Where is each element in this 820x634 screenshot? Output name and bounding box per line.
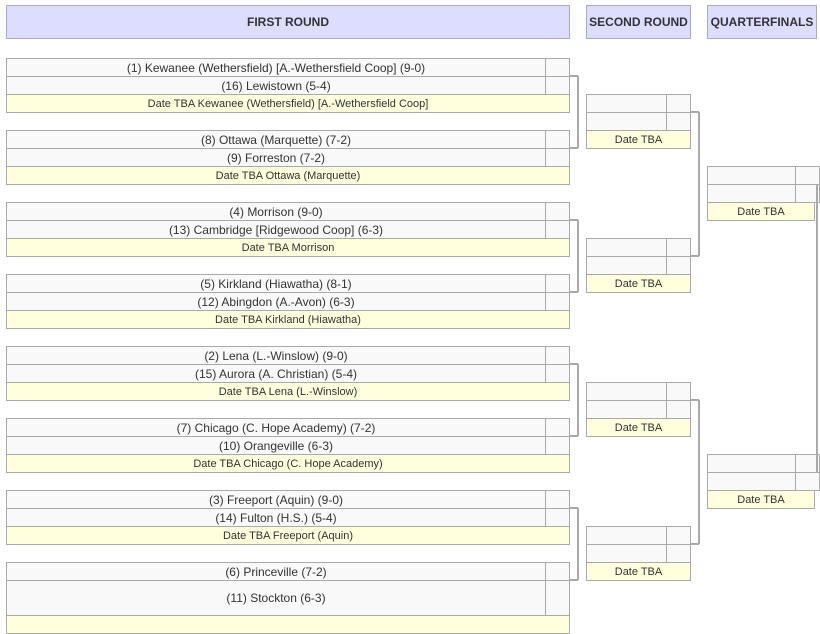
header-first-round: FIRST ROUND <box>6 5 570 39</box>
second-round-date: Date TBA <box>586 418 691 437</box>
quarterfinal-date: Date TBA <box>707 202 815 221</box>
second-round-slot-bottom <box>586 256 691 275</box>
team-name: (11) Stockton (6-3) <box>226 591 326 605</box>
team-name: (16) Lewistown (5-4) <box>221 78 331 93</box>
first-round-date: Date TBA Freeport (Aquin) <box>6 526 570 545</box>
header-second-round: SECOND ROUND <box>586 5 691 39</box>
first-round-team-top: (5) Kirkland (Hiawatha) (8-1) <box>6 274 570 293</box>
second-round-slot-top <box>586 94 691 113</box>
quarterfinal-date: Date TBA <box>707 490 815 509</box>
team-name: (13) Cambridge [Ridgewood Coop] (6-3) <box>168 222 384 237</box>
team-name: (12) Abingdon (A.-Avon) (6-3) <box>197 294 355 309</box>
team-name: (3) Freeport (Aquin) (9-0) <box>208 492 344 507</box>
bracket-connectors <box>570 75 818 581</box>
first-round-team-top: (6) Princeville (7-2) <box>6 562 570 581</box>
team-name: (10) Orangeville (6-3) <box>218 438 334 453</box>
first-round-team-bottom: (16) Lewistown (5-4) <box>6 76 570 95</box>
team-name: (7) Chicago (C. Hope Academy) (7-2) <box>176 420 376 435</box>
first-round-date: Date TBA Lena (L.-Winslow) <box>6 382 570 401</box>
second-round-date: Date TBA <box>586 130 691 149</box>
team-name: (2) Lena (L.-Winslow) (9-0) <box>204 348 348 363</box>
first-round-date: Date TBA Chicago (C. Hope Academy) <box>6 454 570 473</box>
first-round-team-top: (8) Ottawa (Marquette) (7-2) <box>6 130 570 149</box>
header-quarterfinals: QUARTERFINALS <box>707 5 817 39</box>
first-round-team-top: (7) Chicago (C. Hope Academy) (7-2) <box>6 418 570 437</box>
first-round-date: Date TBA Kewanee (Wethersfield) [A.-Weth… <box>6 94 570 113</box>
team-name: (9) Forreston (7-2) <box>226 150 326 165</box>
first-round-team-bottom: (11) Stockton (6-3) <box>6 580 570 616</box>
team-name: (1) Kewanee (Wethersfield) [A.-Wethersfi… <box>126 60 426 75</box>
team-name: (8) Ottawa (Marquette) (7-2) <box>200 132 352 147</box>
first-round-date: Date TBA Ottawa (Marquette) <box>6 166 570 185</box>
team-name: (5) Kirkland (Hiawatha) (8-1) <box>200 276 352 291</box>
team-name: (4) Morrison (9-0) <box>229 204 323 219</box>
second-round-date: Date TBA <box>586 562 691 581</box>
team-name: (6) Princeville (7-2) <box>225 564 327 579</box>
team-name: (15) Aurora (A. Christian) (5-4) <box>194 366 358 381</box>
team-name: (14) Fulton (H.S.) (5-4) <box>215 510 337 525</box>
first-round-date: Date TBA Morrison <box>6 238 570 257</box>
first-round-team-top: (1) Kewanee (Wethersfield) [A.-Wethersfi… <box>6 58 570 77</box>
second-round-date: Date TBA <box>586 274 691 293</box>
first-round-date: Date TBA Kirkland (Hiawatha) <box>6 310 570 329</box>
